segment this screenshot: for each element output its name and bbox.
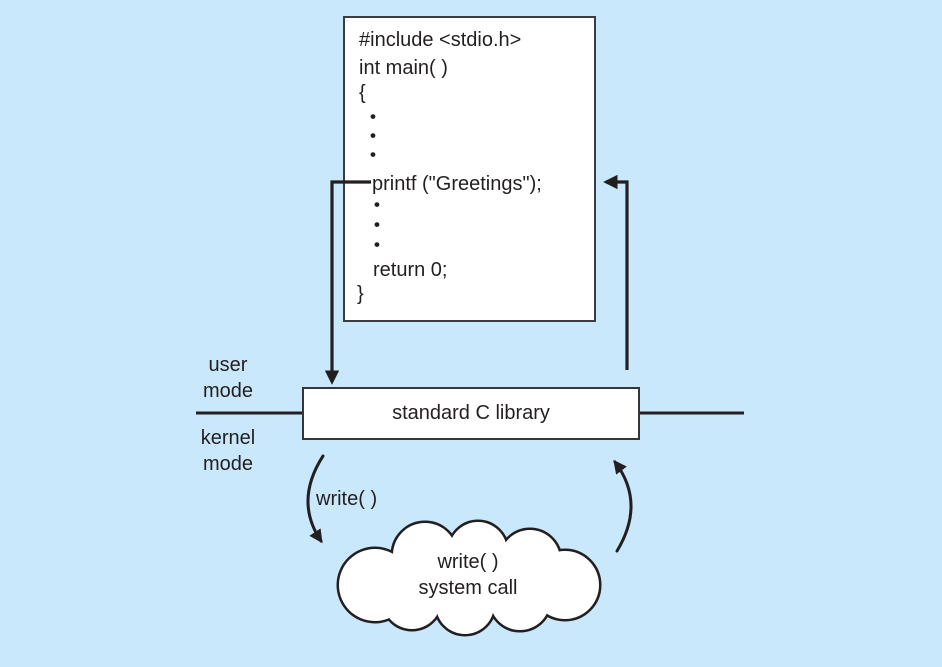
code-line-close-brace: }	[357, 283, 364, 305]
kernel-mode-label: kernel mode	[200, 427, 256, 475]
code-ellipsis-bottom: • • •	[374, 195, 380, 254]
standard-c-library-label: standard C library	[392, 402, 550, 424]
code-line-include: #include <stdio.h>	[359, 29, 522, 51]
code-line-open-brace: {	[359, 82, 366, 104]
system-call-cloud-label: write( ) system call	[418, 551, 518, 599]
code-line-printf: printf ("Greetings");	[372, 173, 542, 195]
library-return-arrow	[603, 174, 629, 370]
write-call-label: write( )	[316, 488, 378, 510]
user-program-code-box: #include <stdio.h> int main( ) { • • • p…	[343, 16, 596, 322]
user-mode-label: user mode	[202, 354, 254, 402]
code-line-main: int main( )	[359, 57, 448, 79]
standard-c-library-box: standard C library	[302, 387, 640, 440]
code-line-return: return 0;	[373, 259, 448, 281]
syscall-return-curved-arrow	[613, 459, 633, 553]
code-ellipsis-top: • • •	[370, 107, 376, 164]
